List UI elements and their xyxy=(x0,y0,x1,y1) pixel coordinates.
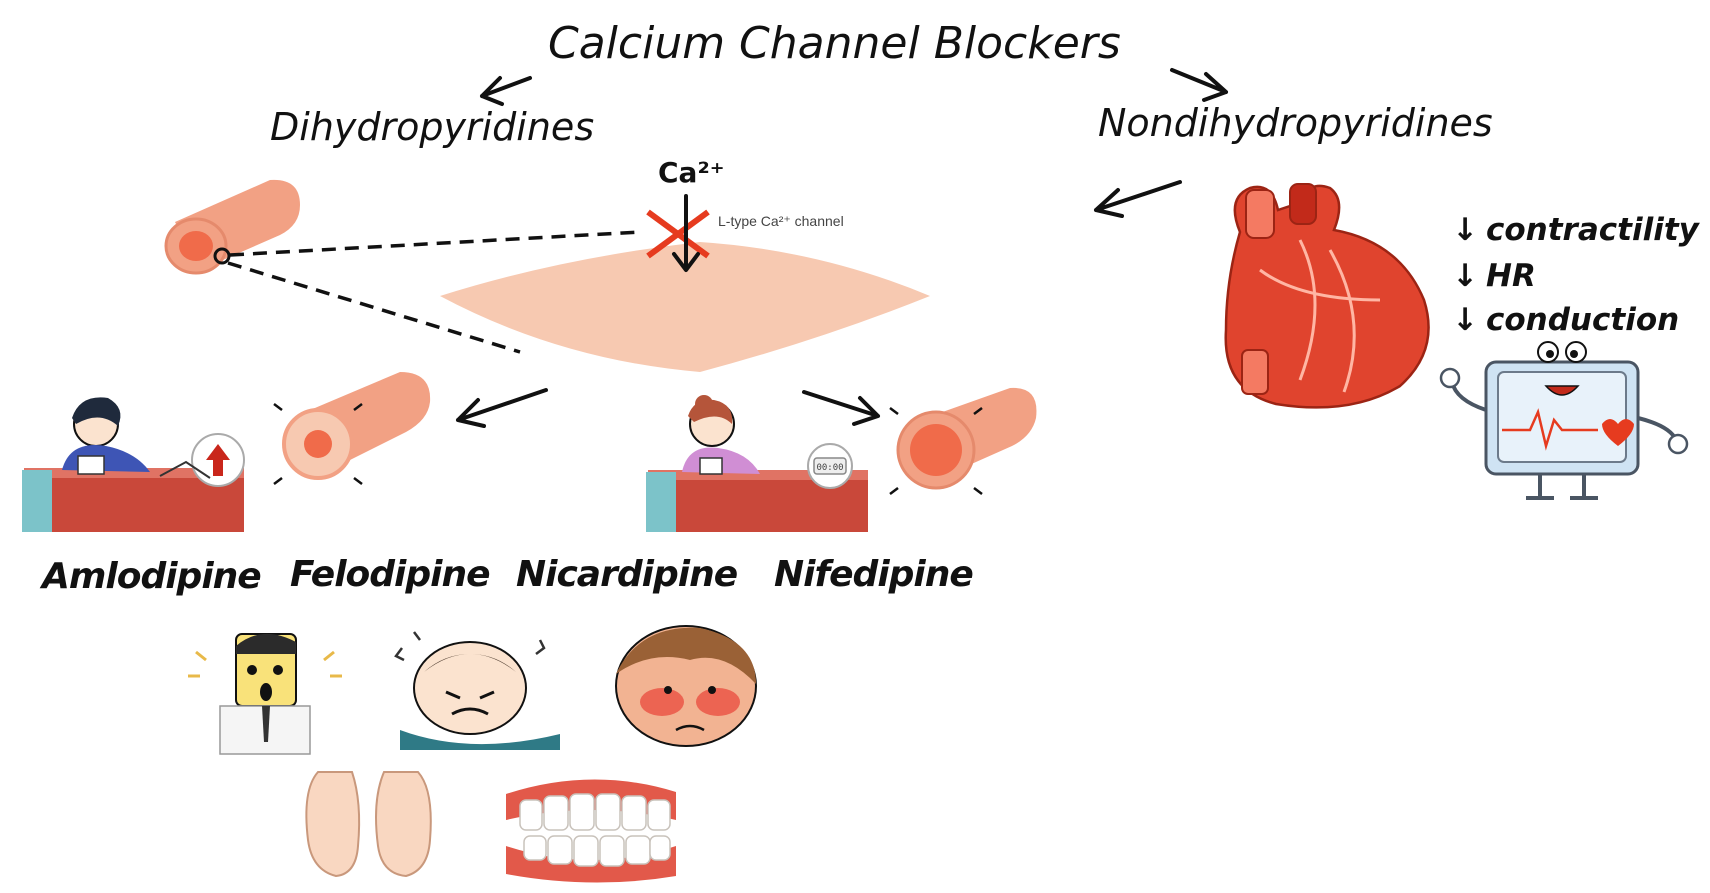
edema-feet-icon xyxy=(306,772,430,876)
headache-icon xyxy=(396,632,560,750)
dilated-vessel-right-icon xyxy=(890,388,1036,494)
monitor-reading: 00:00 xyxy=(816,463,843,473)
zoom-line-top xyxy=(230,232,640,255)
vessel-top-icon xyxy=(166,180,300,273)
flushing-icon xyxy=(616,626,756,746)
heart-icon xyxy=(1226,184,1429,407)
nondihydropyridines-label: Nondihydropyridines xyxy=(1098,101,1493,145)
dizziness-icon xyxy=(188,634,342,754)
effect-hr-arrow: ↓ xyxy=(1452,258,1478,294)
drug-name: Amlodipine xyxy=(39,556,261,597)
gingival-hyperplasia-icon xyxy=(506,779,676,882)
effect-hr-label: HR xyxy=(1486,258,1536,294)
patient-bp-normal-icon: 00:00 xyxy=(646,395,868,532)
ecg-monitor-icon xyxy=(1441,342,1687,498)
arrow-to-channel xyxy=(1096,182,1180,216)
effect-contractility-arrow: ↓ xyxy=(1452,212,1478,248)
arrow-to-dilated-vessel-right xyxy=(804,392,878,424)
arrow-to-dihydropyridines xyxy=(482,78,530,104)
dilated-vessel-left-icon xyxy=(274,372,430,484)
dihydropyridines-label: Dihydropyridines xyxy=(270,105,594,149)
effect-conduction-label: conduction xyxy=(1486,302,1679,338)
calcium-ion-label: Ca²⁺ xyxy=(658,156,725,189)
drug-name: Nifedipine xyxy=(774,554,973,595)
diagram-title: Calcium Channel Blockers xyxy=(548,18,1121,69)
drug-name: Felodipine xyxy=(290,554,490,595)
effect-contractility-label: contractility xyxy=(1486,212,1701,248)
patient-bp-down-icon xyxy=(22,397,244,532)
arrow-to-dilated-vessel-left xyxy=(458,390,546,426)
drug-name: Nicardipine xyxy=(516,554,738,595)
channel-type-label: L-type Ca²⁺ channel xyxy=(718,213,844,229)
arrow-to-nondihydropyridines xyxy=(1172,70,1226,100)
effect-conduction-arrow: ↓ xyxy=(1452,302,1478,338)
